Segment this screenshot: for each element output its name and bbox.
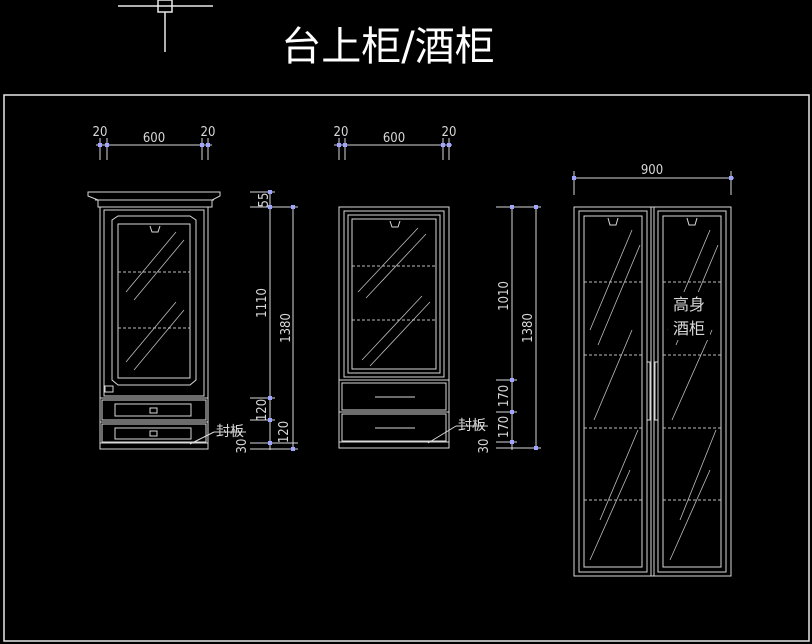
drawing-frame [3, 94, 810, 642]
middle-dim-width-left: 20 [334, 125, 349, 140]
middle-cabinet: 20 600 20 封板 [334, 125, 541, 453]
right-label-line2: 酒柜 [673, 319, 705, 338]
middle-dim-h-base: 30 [477, 439, 492, 454]
left-dim-h-base: 30 [235, 439, 250, 454]
middle-dim-width-center: 600 [383, 131, 405, 146]
left-dim-width-left: 20 [93, 125, 108, 140]
middle-dim-h-total: 1380 [521, 313, 536, 343]
drawing-title: 台上柜/酒柜 [281, 24, 494, 70]
left-dim-h-crown: 55 [257, 193, 272, 208]
middle-note-fengban: 封板 [458, 418, 486, 434]
left-cabinet: 20 600 20 封板 [87, 125, 298, 454]
left-dim-h-upper: 1110 [255, 288, 270, 318]
middle-dim-width-right: 20 [442, 125, 457, 140]
middle-dim-h-drawer2: 170 [497, 416, 512, 438]
left-note-fengban: 封板 [216, 424, 244, 440]
left-dim-h-drawer1: 120 [255, 399, 270, 421]
left-dim-width-center: 600 [143, 131, 165, 146]
right-cabinet: 900 高 [572, 163, 734, 577]
middle-dim-h-drawer1: 170 [497, 385, 512, 407]
left-dim-width-right: 20 [201, 125, 216, 140]
right-label-line1: 高身 [673, 295, 705, 314]
right-dim-width: 900 [641, 163, 663, 178]
middle-dim-h-upper: 1010 [497, 281, 512, 311]
left-dim-h-total: 1380 [279, 313, 294, 343]
ucs-marker [118, 0, 213, 52]
left-dim-h-drawer2: 120 [277, 421, 292, 443]
